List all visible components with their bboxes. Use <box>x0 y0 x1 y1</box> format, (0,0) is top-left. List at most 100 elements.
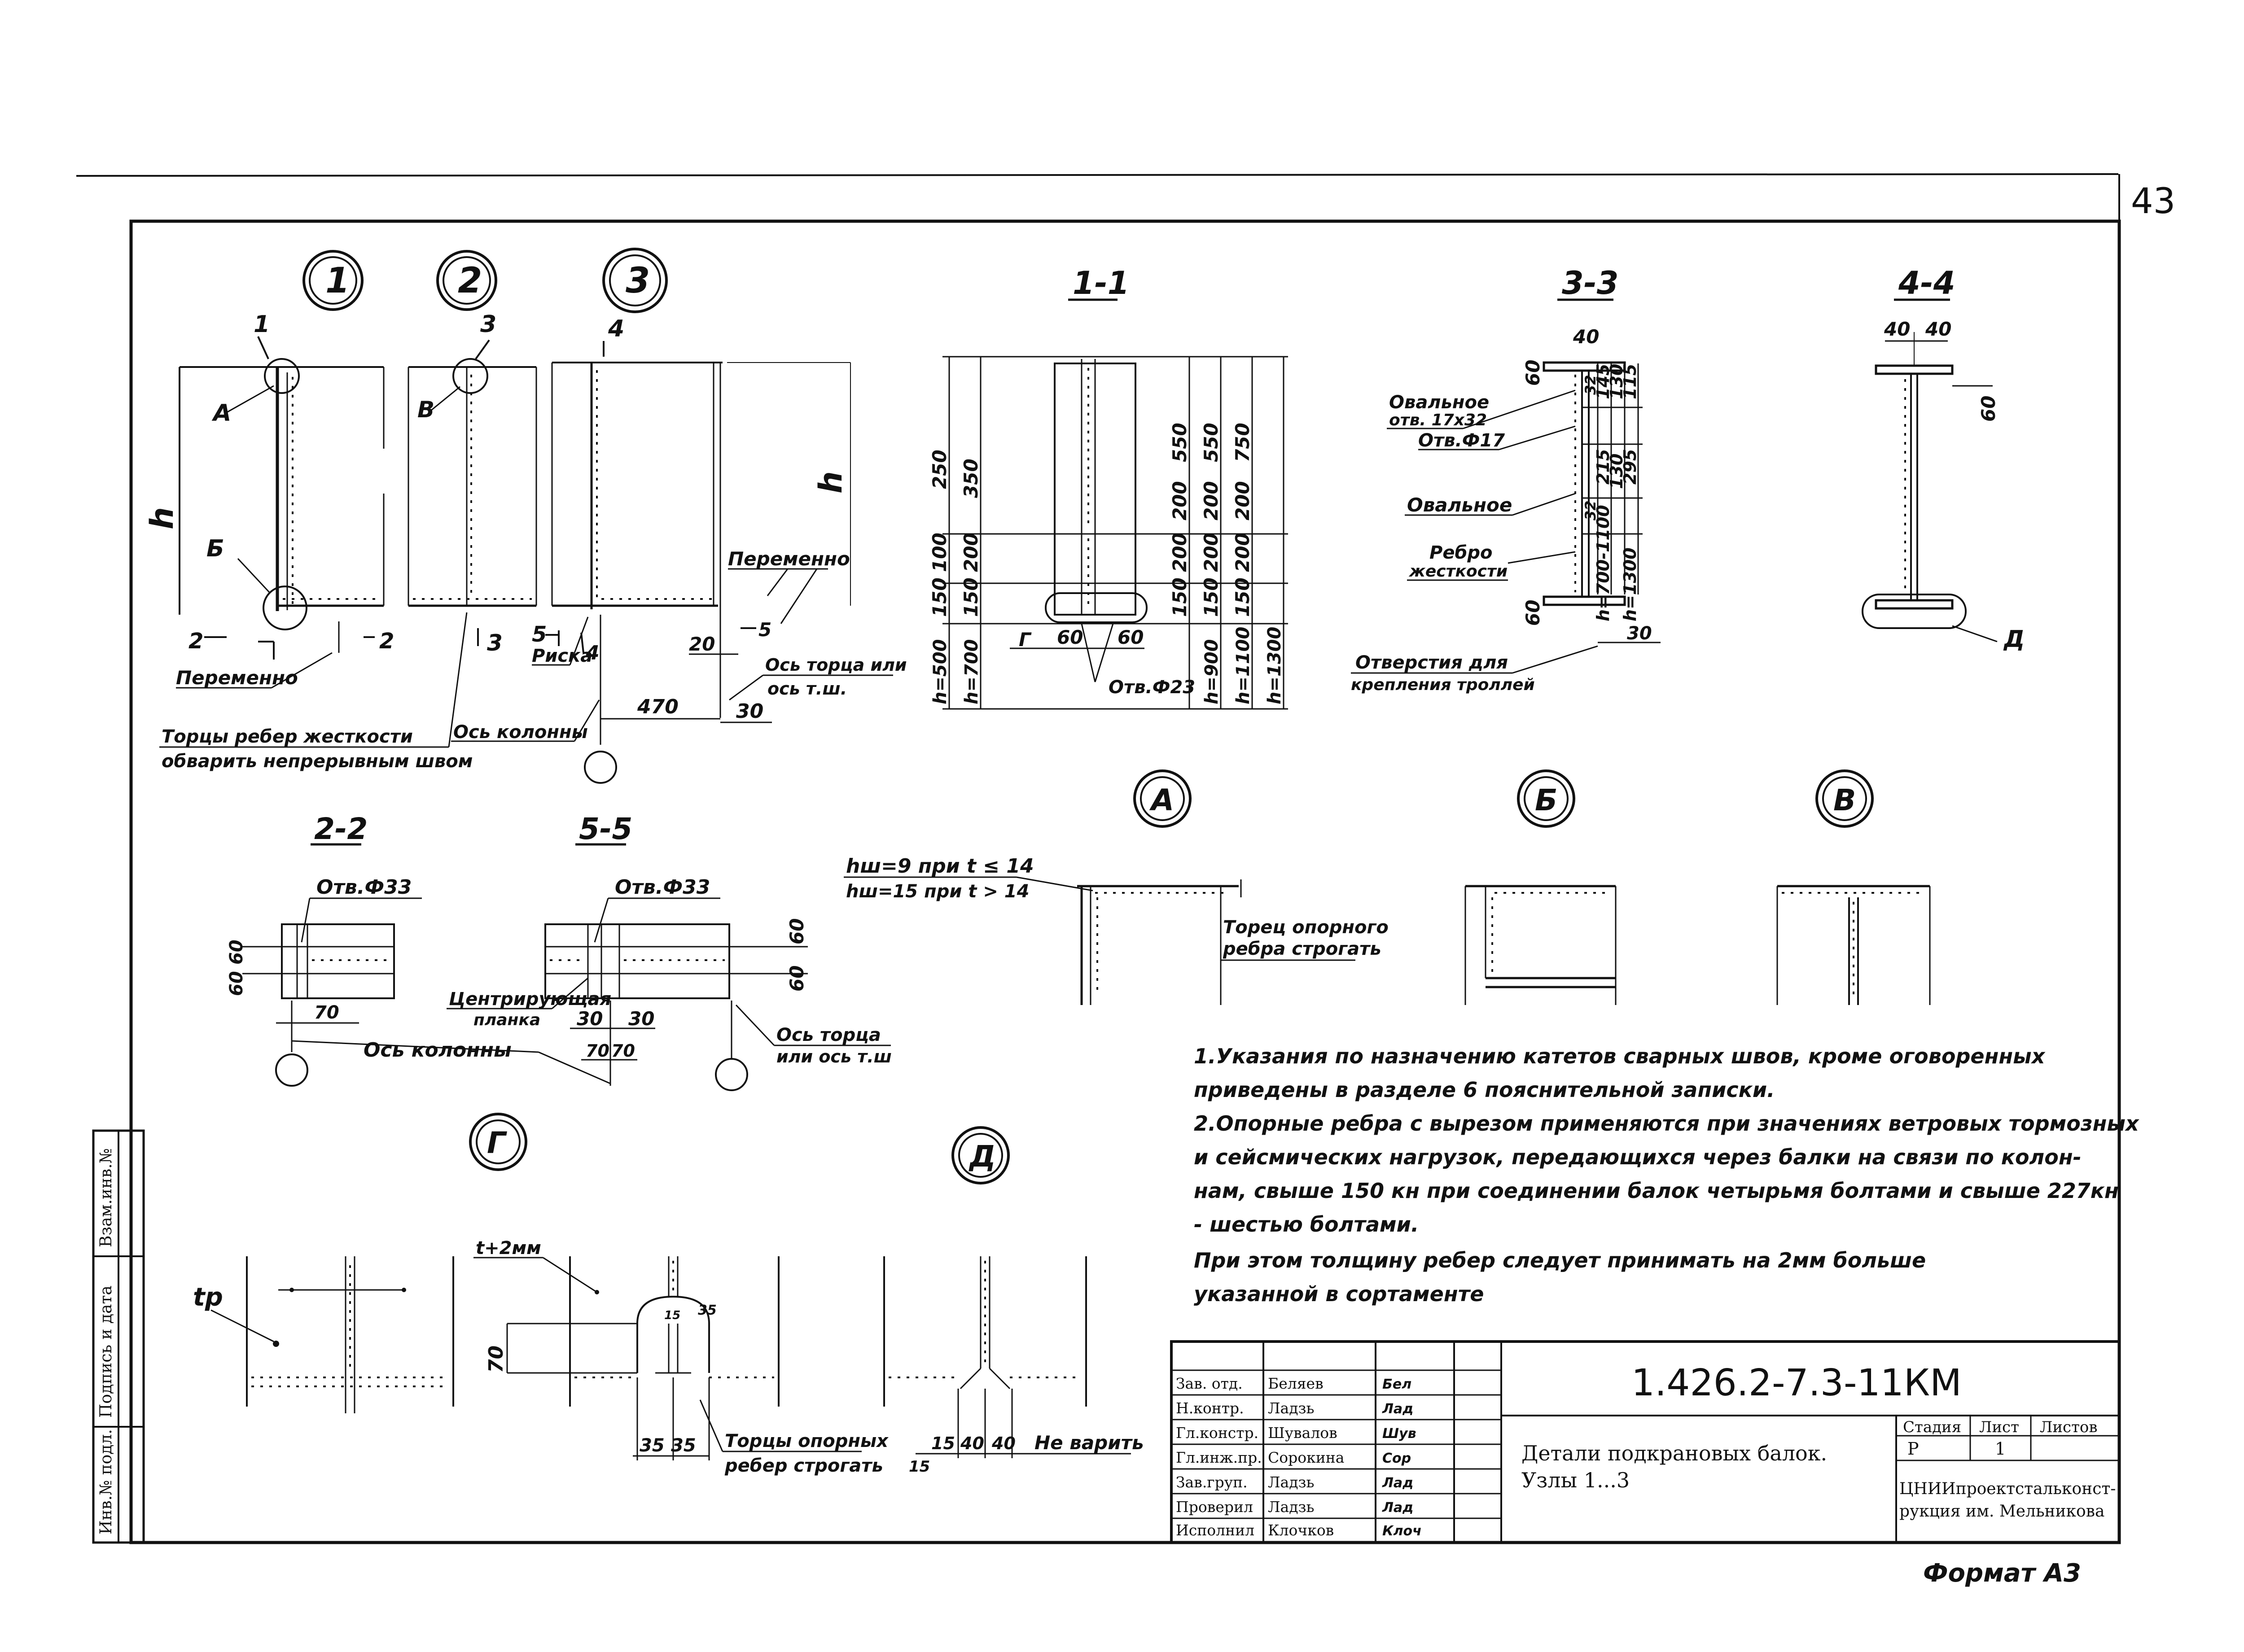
node-d: Д 15 40 40 15 Не варить <box>883 1126 1144 1476</box>
svg-text:145: 145 <box>1593 364 1613 399</box>
label-rebro-1: Ребро <box>1429 542 1493 563</box>
label-os-torca-1a: Ось торца или <box>765 655 907 675</box>
callout-g: Г <box>1019 629 1032 651</box>
label-otv-17x32: отв. 17х32 <box>1389 411 1487 429</box>
label-otverstia-2: крепления троллей <box>1351 676 1535 694</box>
section-1-1: 1-1 250 350 550 550 750 200 200 200 200 … <box>929 265 1288 710</box>
label-os-torca-2a: Ось торца <box>776 1025 881 1045</box>
svg-text:70: 70 <box>586 1041 609 1061</box>
svg-text:15: 15 <box>664 1309 680 1322</box>
title-block: Зав. отд. Беляев Бел Н.контр. Ладзь Лад … <box>1170 1340 2121 1544</box>
node-1: 1 А Б h 1 2 2 Переменно <box>144 250 394 689</box>
svg-text:150: 150 <box>1200 577 1222 617</box>
note-1-line-1: 1.Указания по назначению катетов сварных… <box>1194 1044 2046 1068</box>
callout-b: Б <box>206 535 224 562</box>
svg-text:40: 40 <box>1573 326 1599 348</box>
svg-text:70: 70 <box>314 1002 339 1023</box>
label-riska: Риска <box>532 646 592 666</box>
svg-text:Ладзь: Ладзь <box>1268 1498 1315 1516</box>
svg-text:Лад: Лад <box>1382 1500 1413 1516</box>
svg-text:Зав. отд.: Зав. отд. <box>1176 1375 1243 1392</box>
svg-text:Шув: Шув <box>1382 1426 1416 1442</box>
stage-value: Р <box>1907 1439 1919 1459</box>
svg-text:60: 60 <box>226 940 247 965</box>
label-otv-33-b: Отв.Ф33 <box>615 876 710 899</box>
svg-text:2: 2 <box>188 629 203 654</box>
svg-text:h=500: h=500 <box>930 639 951 705</box>
section-2-2-title: 2-2 <box>314 812 368 846</box>
svg-text:32: 32 <box>1582 375 1599 395</box>
node-2: 2 В 3 3 <box>408 250 537 656</box>
callout-d: Д <box>2003 626 2025 653</box>
svg-text:32: 32 <box>1582 500 1599 520</box>
node-a: А hш=9 при t ≤ 14 hш=15 при t > 14 Торец… <box>844 769 1389 1005</box>
label-centr-1: Центрирующая <box>449 989 611 1010</box>
label-ovalnoe-1: Овальное <box>1389 392 1489 413</box>
svg-text:200: 200 <box>1232 533 1253 572</box>
svg-text:550: 550 <box>1200 423 1222 462</box>
svg-text:60: 60 <box>1057 626 1083 648</box>
svg-text:15: 15 <box>909 1458 930 1476</box>
svg-text:Сорокина: Сорокина <box>1268 1449 1344 1466</box>
label-otv-17: Отв.Ф17 <box>1418 430 1505 451</box>
svg-text:Клоч: Клоч <box>1382 1523 1422 1539</box>
svg-text:470: 470 <box>637 695 679 718</box>
svg-text:35: 35 <box>698 1302 717 1318</box>
trim-line <box>76 173 2119 177</box>
label-otv-23: Отв.Ф23 <box>1109 677 1195 698</box>
svg-text:60: 60 <box>1118 626 1144 648</box>
svg-text:60: 60 <box>1522 600 1544 626</box>
node-b: Б <box>1464 769 1617 1005</box>
svg-text:550: 550 <box>1169 423 1191 462</box>
label-torcy-reber: Торцы ребер жесткости <box>162 726 413 747</box>
svg-text:2: 2 <box>379 629 394 654</box>
node-v: В <box>1776 769 1931 1005</box>
svg-text:60: 60 <box>786 918 808 944</box>
svg-text:350: 350 <box>960 459 982 498</box>
svg-text:Гл.констр.: Гл.констр. <box>1176 1424 1258 1442</box>
svg-text:Лист: Лист <box>1979 1418 2019 1436</box>
svg-text:70: 70 <box>485 1346 508 1373</box>
svg-text:40: 40 <box>1925 318 1951 340</box>
node-cutout: t+2мм 35 15 70 35 35 Торцы опорных ребер… <box>473 1238 889 1476</box>
svg-text:Исполнил: Исполнил <box>1176 1521 1254 1539</box>
svg-text:150: 150 <box>1232 577 1253 617</box>
svg-text:Стадия: Стадия <box>1903 1418 1961 1436</box>
svg-text:60: 60 <box>1522 360 1544 386</box>
svg-text:100: 100 <box>929 533 951 572</box>
svg-text:150: 150 <box>960 577 982 617</box>
stamp-inv-podl: Инв.№ подл. <box>97 1429 115 1534</box>
svg-text:Лад: Лад <box>1382 1475 1413 1491</box>
node-3-label: 3 <box>626 261 650 301</box>
svg-text:Шувалов: Шувалов <box>1268 1424 1337 1442</box>
svg-text:200: 200 <box>1169 481 1191 520</box>
side-stamp: Инв.№ подл. Подпись и дата Взам.инв.№ <box>92 1129 145 1544</box>
svg-text:215: 215 <box>1593 449 1613 485</box>
svg-text:200: 200 <box>1200 481 1222 520</box>
svg-text:60: 60 <box>226 971 247 996</box>
svg-text:200: 200 <box>1200 533 1222 572</box>
label-rebro-2: жесткости <box>1408 562 1508 581</box>
svg-text:Ладзь: Ладзь <box>1268 1473 1315 1491</box>
svg-text:5: 5 <box>532 622 547 647</box>
svg-text:30: 30 <box>1627 623 1652 644</box>
label-torec-2: ребра строгать <box>1223 939 1381 959</box>
label-otv-33-a: Отв.Ф33 <box>316 876 412 899</box>
node-2-label: 2 <box>458 261 482 301</box>
section-1-1-title: 1-1 <box>1073 265 1129 302</box>
svg-text:h=900: h=900 <box>1201 639 1222 705</box>
svg-text:60: 60 <box>786 966 808 992</box>
label-peremenno-1: Переменно <box>176 667 298 689</box>
section-3-3-title: 3-3 <box>1562 265 1618 302</box>
svg-text:200: 200 <box>960 533 982 572</box>
label-otverstia-1: Отверстия для <box>1355 652 1508 673</box>
svg-text:3: 3 <box>487 630 503 656</box>
org-line-2: рукция им. Мельникова <box>1899 1502 2104 1521</box>
svg-text:Сор: Сор <box>1382 1451 1411 1466</box>
stamp-vzam: Взам.инв.№ <box>97 1148 115 1247</box>
label-obvarit: обварить непрерывным швом <box>162 751 473 772</box>
page-number: 43 <box>2131 181 2175 222</box>
note-3-line-1: При этом толщину ребер следует принимать… <box>1194 1248 1926 1272</box>
svg-text:130: 130 <box>1607 454 1626 489</box>
